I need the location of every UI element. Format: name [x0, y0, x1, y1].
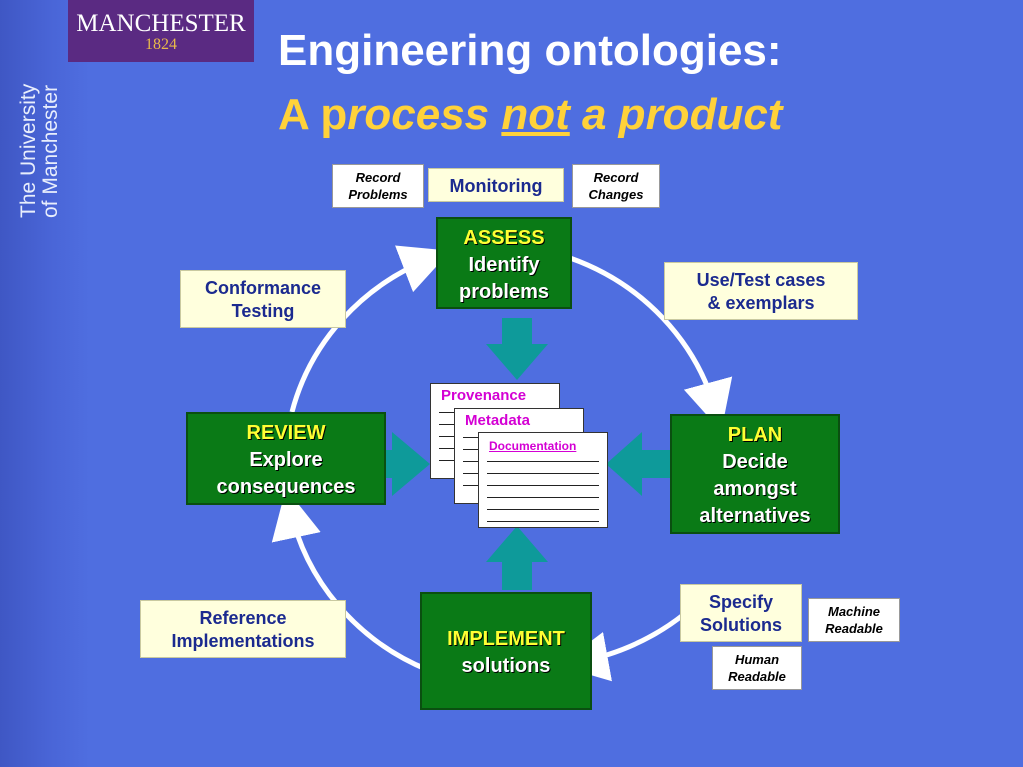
arrow-left-teal: [606, 432, 670, 496]
slide-title: Engineering ontologies:: [278, 26, 782, 75]
documentation-document: Documentation: [478, 432, 608, 528]
arc-assess-plan: [569, 255, 733, 432]
logo-year: 1824: [145, 36, 177, 53]
use-test-cases-box: Use/Test cases& exemplars: [664, 262, 858, 320]
arrow-right-teal: [364, 432, 430, 496]
arrow-up-teal: [486, 526, 548, 590]
sidebar-band: [0, 0, 90, 767]
slide-subtitle: A process not a product: [278, 90, 783, 139]
manchester-logo: MANCHESTER 1824: [68, 0, 254, 62]
arrow-down-teal: [486, 318, 548, 380]
monitoring-box: Monitoring: [428, 168, 564, 202]
logo-name: MANCHESTER: [76, 10, 246, 37]
